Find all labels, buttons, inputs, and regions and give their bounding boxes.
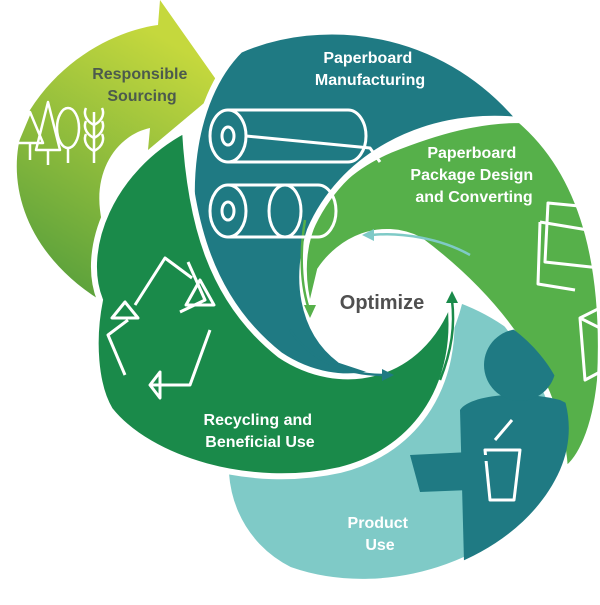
label-package-design-line-2: Package Design	[410, 167, 533, 184]
label-package-design: Paperboard Package Design and Converting	[410, 145, 537, 206]
stage-recycling	[90, 125, 455, 480]
label-product-use-line-1: Product	[348, 515, 409, 532]
paperboard-box-icon	[536, 201, 600, 382]
label-recycling-line-1: Recycling and	[204, 412, 312, 429]
label-manufacturing-line-2: Manufacturing	[315, 72, 425, 89]
label-responsible-sourcing-line-1: Responsible	[92, 66, 187, 83]
tree-icon	[15, 100, 81, 165]
label-responsible-sourcing: Responsible Sourcing	[92, 66, 192, 105]
label-package-design-line-3: and Converting	[415, 189, 532, 206]
label-manufacturing-line-1: Paperboard	[323, 50, 412, 67]
label-recycling: Recycling and Beneficial Use	[204, 412, 317, 451]
label-recycling-line-2: Beneficial Use	[205, 434, 314, 451]
label-responsible-sourcing-line-2: Sourcing	[107, 88, 176, 105]
paper-roll-icon	[208, 108, 382, 239]
label-product-use: Product Use	[348, 515, 413, 554]
recycle-icon	[106, 256, 216, 400]
label-package-design-line-1: Paperboard	[427, 145, 516, 162]
label-paperboard-manufacturing: Paperboard Manufacturing	[315, 50, 425, 89]
stage-responsible-sourcing	[16, 0, 222, 300]
label-center-optimize: Optimize	[340, 292, 424, 314]
wheat-icon	[83, 107, 105, 163]
flow-arrows	[288, 219, 471, 381]
label-product-use-line-2: Use	[365, 537, 394, 554]
